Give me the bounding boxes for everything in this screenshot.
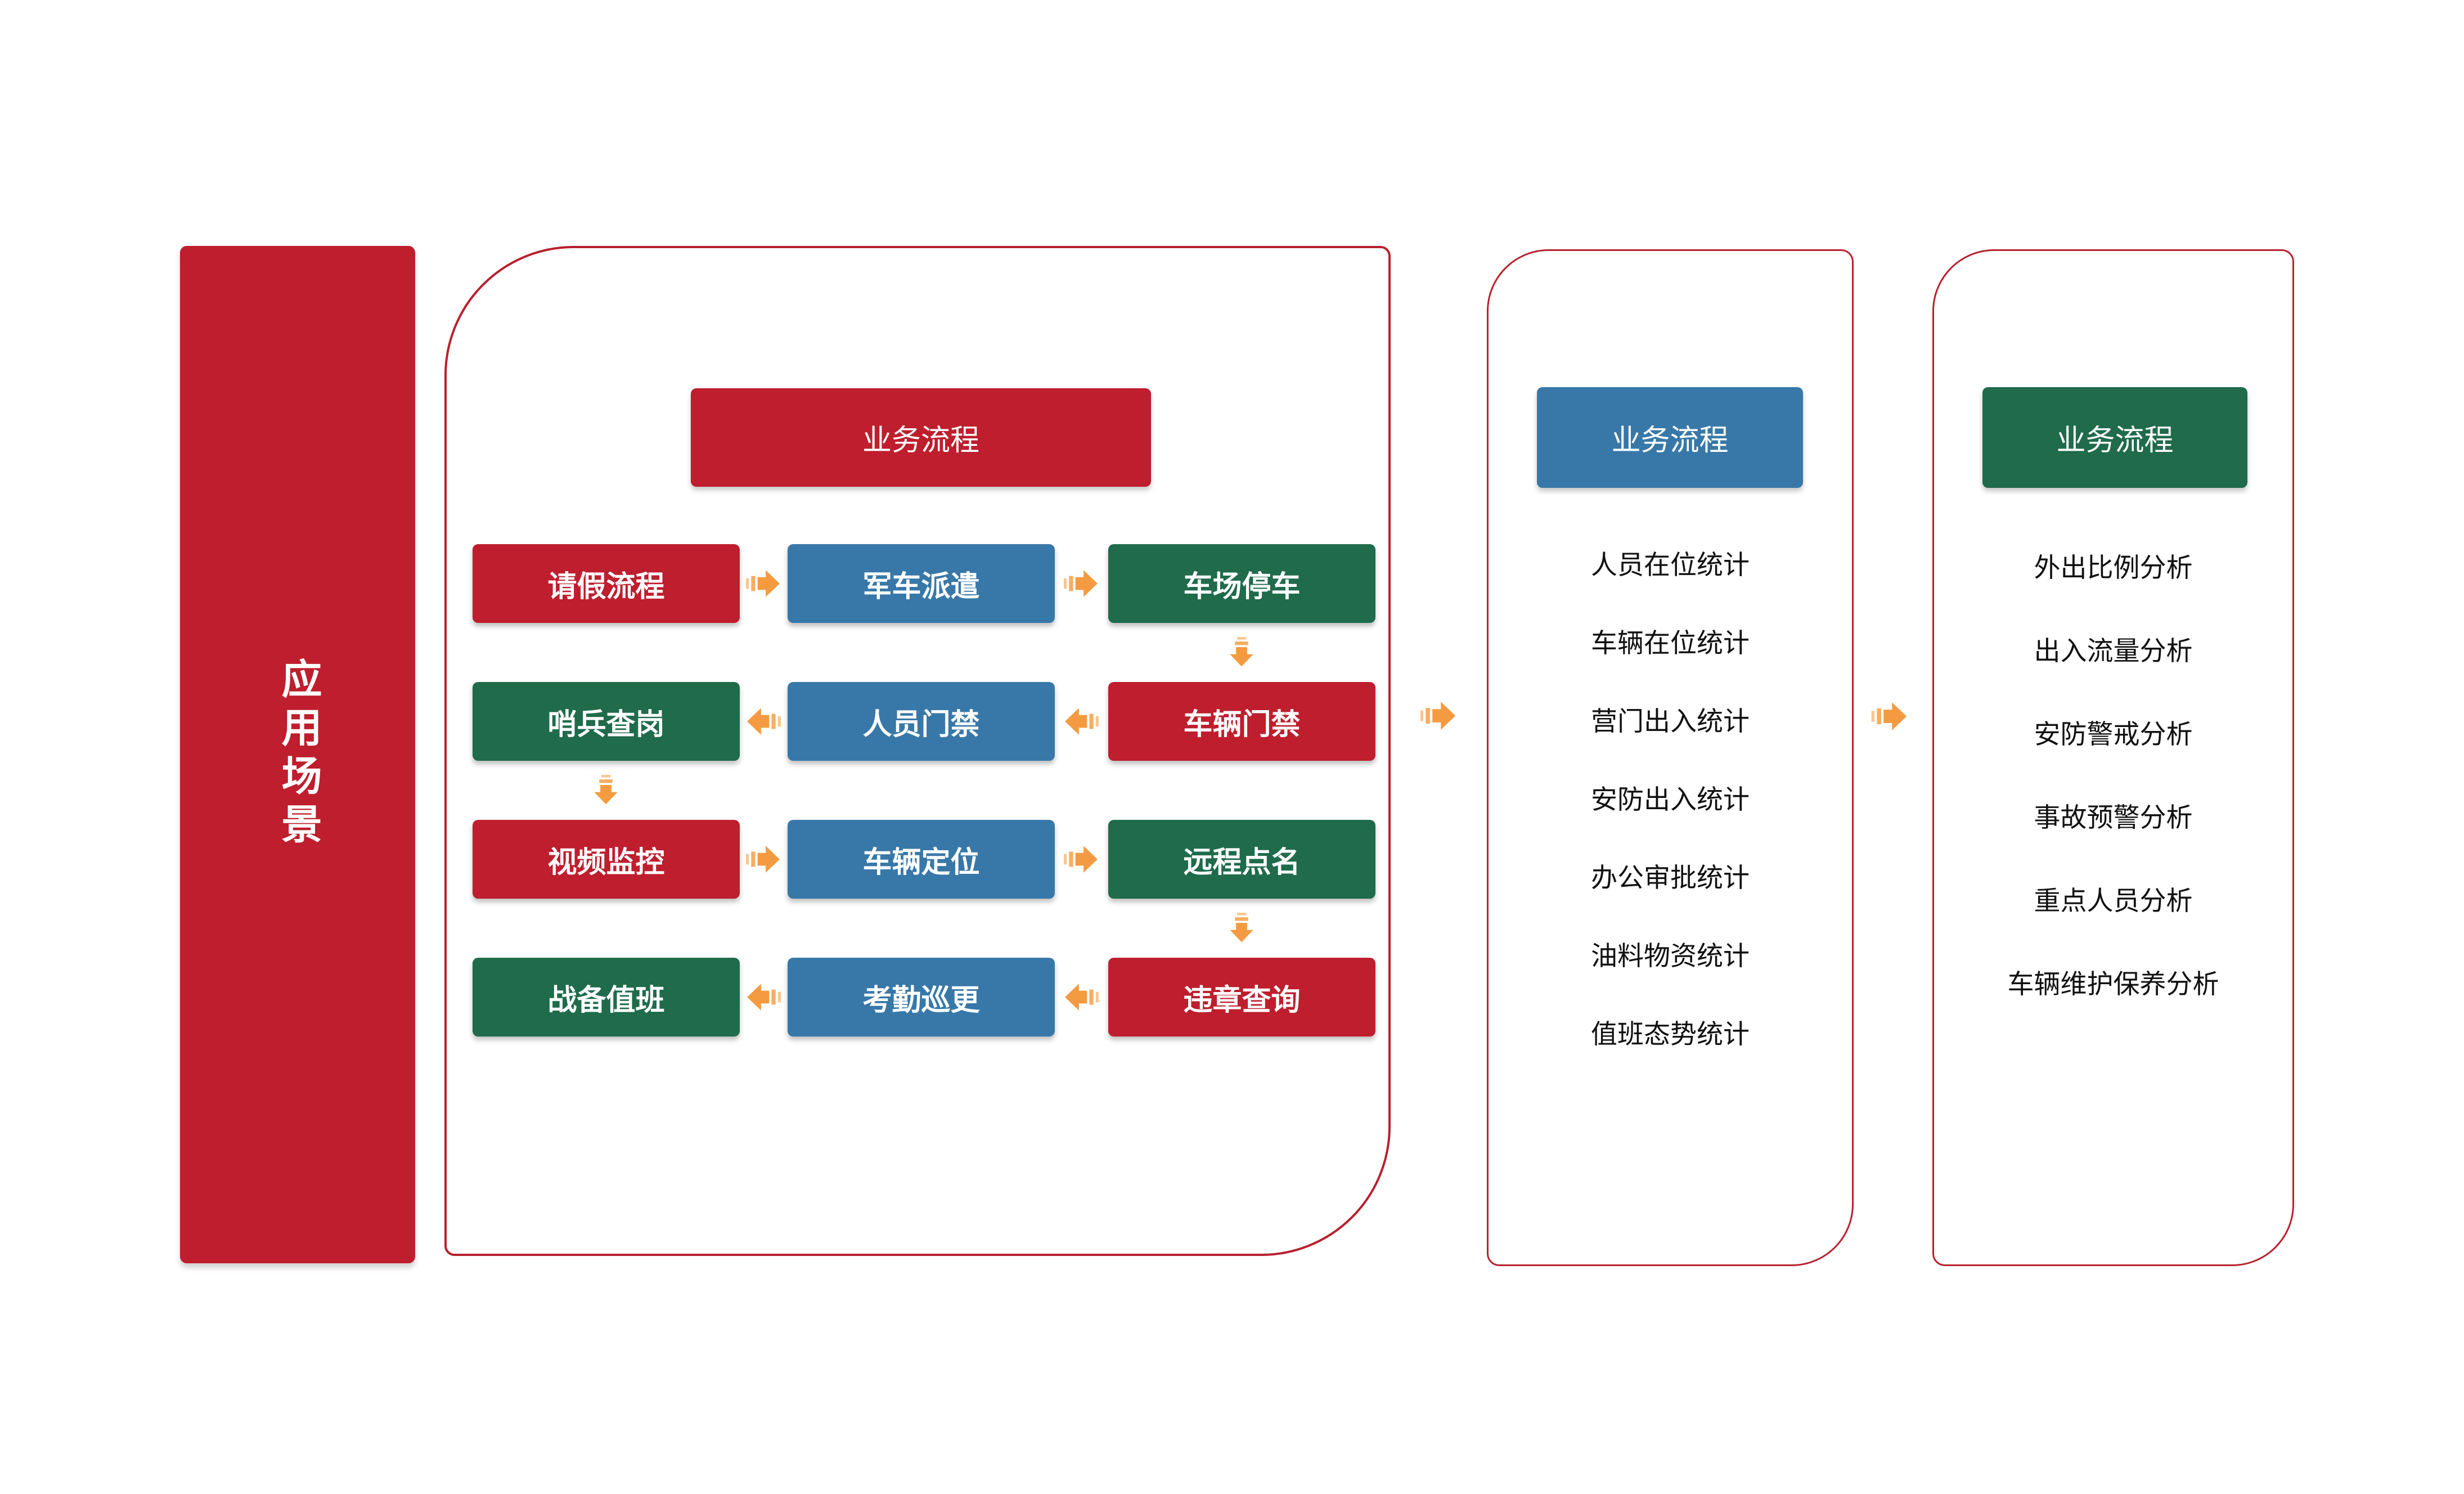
panel-connector-arrow-icon xyxy=(1417,700,1460,732)
analysis-panel-header: 业务流程 xyxy=(1982,387,2247,488)
flow-box: 车辆定位 xyxy=(788,820,1055,899)
list-item: 值班态势统计 xyxy=(1591,1019,1750,1049)
striped-arrow-right-icon xyxy=(746,568,781,599)
striped-arrow-right-icon xyxy=(746,844,781,874)
list-item: 人员在位统计 xyxy=(1591,550,1750,580)
striped-arrow-left-icon xyxy=(746,706,781,737)
list-item: 车辆维护保养分析 xyxy=(2007,968,2219,999)
striped-arrow-down-icon xyxy=(1226,910,1257,945)
flow-box: 违章查询 xyxy=(1108,958,1375,1037)
flow-box: 战备值班 xyxy=(473,958,740,1037)
application-scenarios-label: 应用场景 xyxy=(275,658,320,851)
striped-arrow-right-icon xyxy=(1064,844,1099,874)
striped-arrow-down-icon xyxy=(591,773,621,807)
list-item: 重点人员分析 xyxy=(2034,885,2193,916)
panel-connector-arrow-icon xyxy=(1868,701,1912,732)
list-item: 安防出入统计 xyxy=(1591,784,1750,814)
flow-box: 视频监控 xyxy=(473,820,740,899)
statistics-list: 人员在位统计 车辆在位统计 营门出入统计 安防出入统计 办公审批统计 油料物资统… xyxy=(1487,523,1854,1071)
analysis-list: 外出比例分析 出入流量分析 安防警戒分析 事故预警分析 重点人员分析 车辆维护保… xyxy=(1932,523,2294,1023)
flow-panel-header: 业务流程 xyxy=(691,388,1151,487)
flow-box: 军车派遣 xyxy=(788,544,1055,623)
list-item: 办公审批统计 xyxy=(1591,863,1750,892)
application-scenarios-banner: 应用场景 xyxy=(180,246,415,1263)
list-item: 油料物资统计 xyxy=(1591,941,1750,971)
flow-box: 车辆门禁 xyxy=(1108,682,1375,761)
list-item: 车辆在位统计 xyxy=(1591,628,1750,658)
flow-box: 人员门禁 xyxy=(788,682,1055,761)
list-item: 安防警戒分析 xyxy=(2034,719,2193,749)
list-item: 营门出入统计 xyxy=(1591,706,1750,736)
striped-arrow-left-icon xyxy=(1064,982,1099,1012)
striped-arrow-left-icon xyxy=(746,982,781,1012)
flow-box: 考勤巡更 xyxy=(788,958,1055,1037)
flow-box: 远程点名 xyxy=(1108,820,1375,899)
striped-arrow-left-icon xyxy=(1064,706,1099,737)
striped-arrow-down-icon xyxy=(1226,635,1257,670)
list-item: 事故预警分析 xyxy=(2034,802,2193,832)
flow-box: 请假流程 xyxy=(473,544,740,623)
striped-arrow-right-icon xyxy=(1064,568,1099,599)
list-item: 外出比例分析 xyxy=(2034,552,2193,582)
flow-box: 车场停车 xyxy=(1108,544,1375,623)
flow-box: 哨兵查岗 xyxy=(473,682,740,761)
list-item: 出入流量分析 xyxy=(2034,635,2193,666)
statistics-panel-header: 业务流程 xyxy=(1537,387,1803,488)
